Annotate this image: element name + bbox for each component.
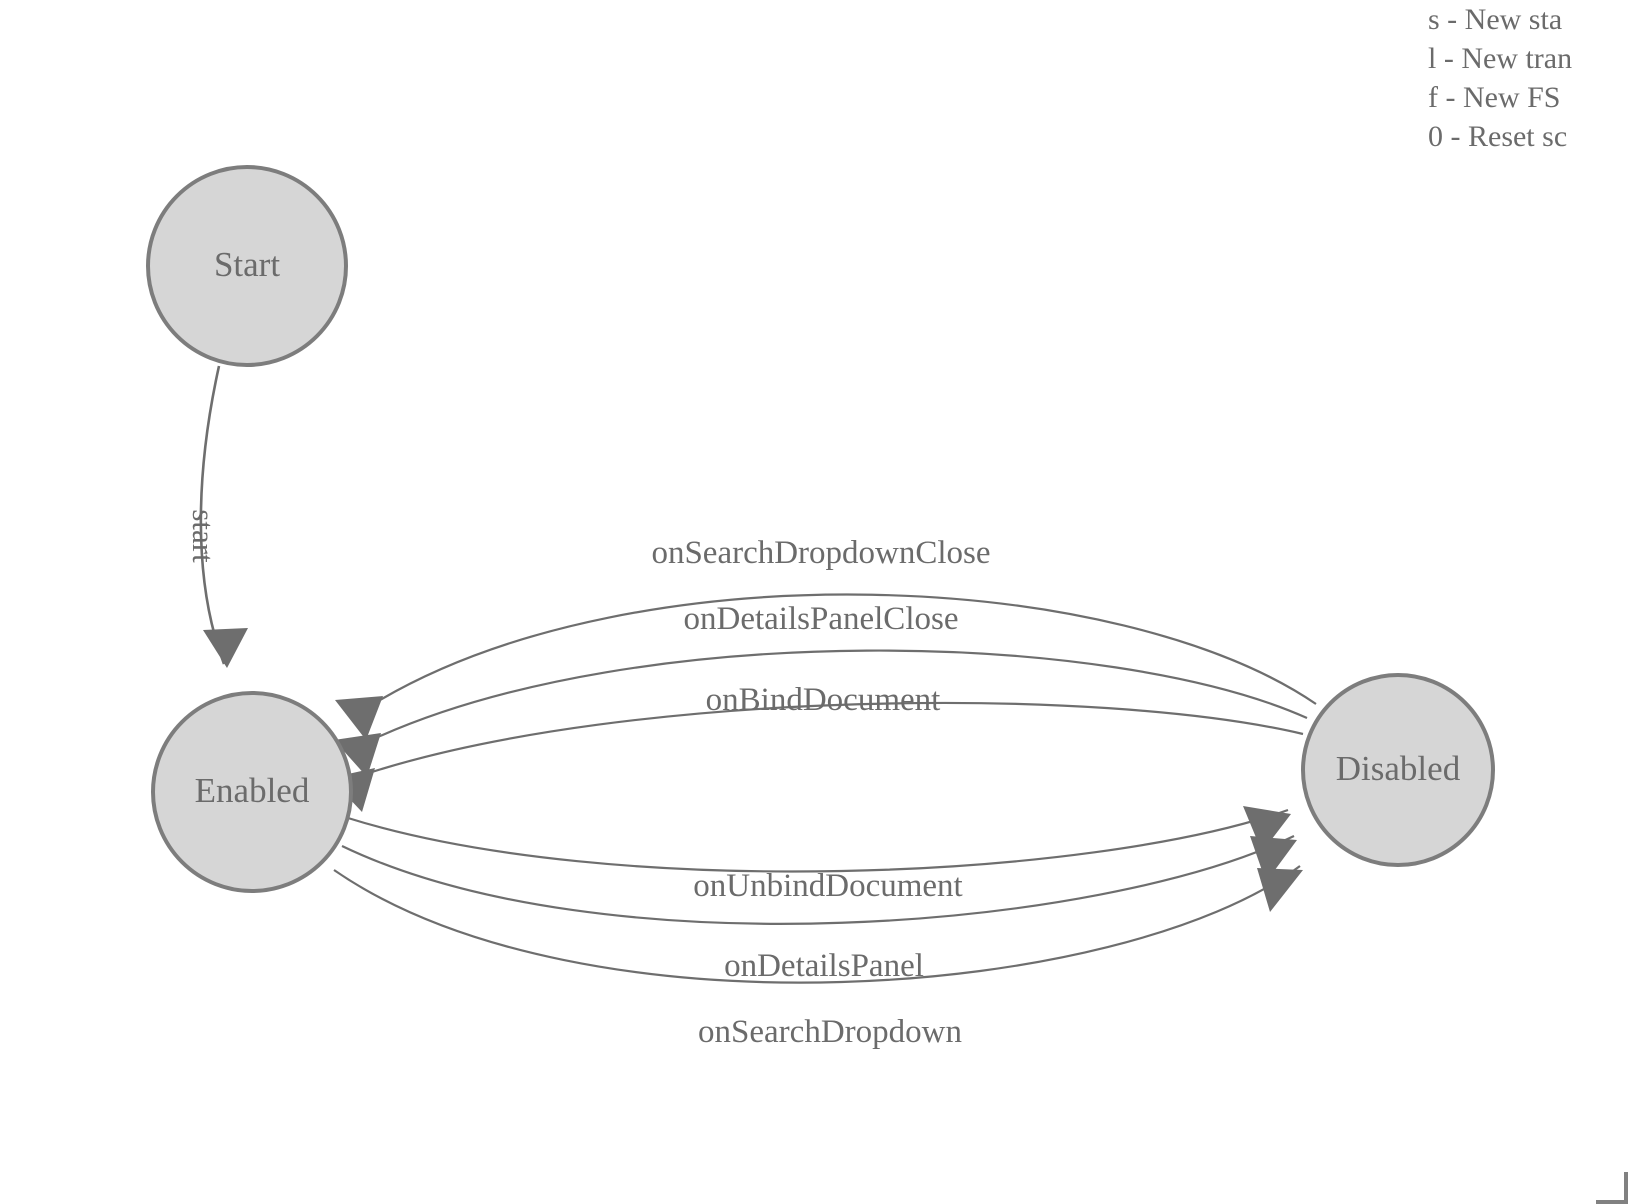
arrow-head-icon [1257, 868, 1303, 912]
keyboard-shortcuts-legend: s - New sta l - New tran f - New FS 0 - … [1428, 0, 1632, 156]
arrow-head-icon [203, 628, 248, 668]
state-circle [151, 691, 353, 893]
transition-start[interactable] [199, 365, 248, 668]
state-label-start: Start [214, 245, 280, 284]
transition-on-search-dropdown[interactable] [333, 865, 1303, 984]
transition-path [347, 808, 1289, 873]
arrow-head-icon [1243, 806, 1291, 852]
arrow-head-icon [335, 696, 383, 740]
transition-label-on-bind-document: onBindDocument [706, 682, 941, 718]
shortcut-new-fsm: f - New FS [1428, 81, 1561, 114]
transition-on-search-dropdown-close[interactable] [335, 593, 1317, 740]
transition-path [379, 593, 1317, 705]
shortcut-new-state: s - New sta [1428, 3, 1563, 36]
state-node-start[interactable]: Start [146, 165, 348, 367]
state-label-disabled: Disabled [1336, 749, 1461, 788]
transition-on-bind-document[interactable] [330, 701, 1304, 812]
transition-on-details-panel[interactable] [341, 835, 1297, 925]
transition-label-start: start [186, 509, 221, 563]
transition-label-on-details-panel: onDetailsPanel [724, 948, 924, 984]
state-circle [1301, 673, 1495, 867]
resize-handle-vertical-edge [1624, 1172, 1628, 1204]
shortcut-reset-scene: 0 - Reset sc [1428, 120, 1568, 153]
transition-path [333, 865, 1301, 984]
resize-handle-horizontal-edge [1596, 1200, 1628, 1204]
transition-path [377, 649, 1308, 739]
arrow-head-icon [1250, 836, 1297, 882]
transition-label-on-search-dropdown-close: onSearchDropdownClose [651, 535, 990, 571]
transition-path [341, 835, 1295, 925]
resize-handle[interactable] [1596, 1172, 1628, 1204]
shortcut-new-transition: l - New tran [1428, 42, 1573, 75]
transition-label-on-unbind-document: onUnbindDocument [693, 868, 962, 904]
transition-path [371, 701, 1304, 774]
arrow-head-icon [334, 733, 381, 777]
transition-label-on-details-panel-close: onDetailsPanelClose [684, 601, 959, 637]
state-node-enabled[interactable]: Enabled [151, 691, 353, 893]
state-node-disabled[interactable]: Disabled [1301, 673, 1495, 867]
transition-label-on-search-dropdown: onSearchDropdown [698, 1014, 962, 1050]
state-circle [146, 165, 348, 367]
state-label-enabled: Enabled [195, 771, 310, 810]
transition-on-details-panel-close[interactable] [334, 649, 1308, 777]
transition-on-unbind-document[interactable] [347, 806, 1291, 873]
